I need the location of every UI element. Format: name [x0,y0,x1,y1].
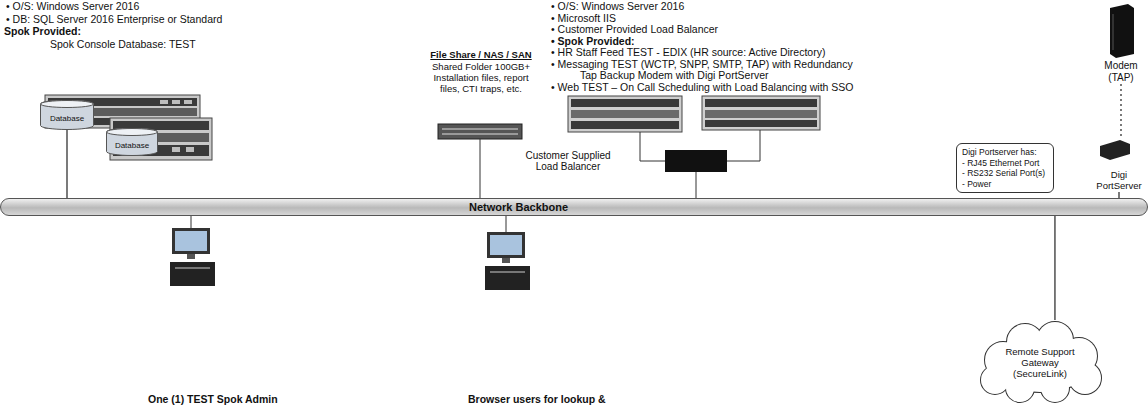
database-cylinder: Database [40,100,94,130]
monitor [172,228,210,254]
spec-line: Tap Backup Modem with Digi PortServer [580,70,769,82]
cloud-lobe [981,366,1009,394]
connector-line [1120,84,1121,138]
nas-device [438,124,522,139]
cloud-outline [981,322,1101,402]
server-chassis [568,96,682,132]
node-label: Database [50,114,84,124]
callout-box: Digi Portserver has:- RJ45 Ethernet Port… [956,143,1054,193]
cloud-lobe [1069,362,1101,394]
node-label: Network Backbone [469,199,568,215]
monitor [487,232,525,258]
wire [506,216,507,232]
load-balancer [665,150,727,172]
drive-slot [490,271,525,273]
wire [480,139,481,198]
section-heading: • Spok Provided: [551,36,635,48]
drive-slot [175,267,210,269]
spec-line: • Microsoft IIS [551,13,616,25]
modem-icon [1110,4,1134,58]
wire [640,132,665,161]
drive-light [172,100,180,104]
screen [490,235,522,255]
cloud-fill [981,322,1101,402]
nas-slot [442,128,518,130]
node-label: Remote Support Gateway (SecureLink) [1000,346,1080,379]
drive-light [160,100,168,104]
spec-line: Spok Console Database: TEST [50,39,196,51]
monitor-stand [187,254,195,259]
wire [727,130,760,161]
drive-light [184,100,192,104]
server-bay [705,120,817,127]
cloud-lobe [1069,362,1101,394]
storage-note: Installation files, report [416,73,546,84]
device-label: Customer Supplied Load Balancer [520,150,616,172]
portserver-icon [1100,140,1130,160]
workstation-label: One (1) TEST Spok Admin [148,394,278,406]
storage-note: Shared Folder 100GB+ [416,62,546,73]
storage-note: files, CTI traps, etc. [416,84,546,95]
cylinder-body [41,100,94,130]
computer-case [485,266,530,290]
server-bay [571,99,679,107]
spec-line: • Web TEST – On Call Scheduling with Loa… [551,82,854,94]
spec-line: • Customer Provided Load Balancer [551,24,718,36]
spec-line: • Messaging TEST (WCTP, SNPP, SMTP, TAP)… [551,59,853,71]
network-wires [191,130,760,232]
spec-line: • O/S: Windows Server 2016 [551,1,684,13]
cloud-gateway: Remote Support Gateway (SecureLink) [975,320,1105,404]
wire [191,216,192,228]
cylinder-top [41,101,94,108]
wire [696,172,697,198]
node-label: Modem (TAP) [1099,60,1143,83]
spec-line: • HR Staff Feed TEST - EDIX (HR source: … [551,47,825,59]
workstation [485,232,530,290]
web-server [702,96,820,130]
modem-icon [1113,14,1114,50]
cloud-lobe [981,366,1009,394]
storage-heading: File Share / NAS / SAN [416,50,546,61]
portserver-device: Digi PortServer [1090,138,1148,192]
section-heading: Spok Provided: [4,26,81,38]
cylinder-top [107,129,158,136]
network-backbone: Network Backbone [0,198,1148,216]
connector-line [1054,216,1055,320]
screen [175,231,207,251]
node-label: Digi PortServer [1092,169,1146,191]
nas-slot [442,133,518,135]
spec-line: • DB: SQL Server 2016 Enterprise or Stan… [6,14,222,26]
database-cylinder: Database [106,128,158,156]
callout-item: - RJ45 Ethernet Port [962,158,1039,169]
nas-chassis [438,124,522,139]
workstation-label: Browser users for lookup & [468,394,606,406]
workstation [170,228,215,286]
computer-case [170,262,215,286]
modem-device: Modem (TAP) [1096,4,1146,84]
spec-line: • O/S: Windows Server 2016 [6,1,139,13]
callout-item: - RS232 Serial Port(s) [962,168,1045,179]
connector-line [66,130,67,198]
server-chassis [702,96,820,130]
server-bay [571,121,679,129]
callout-heading: Digi Portserver has: [962,147,1037,158]
node-label: Database [115,141,149,151]
server-bay [571,110,679,118]
monitor-stand [502,258,510,263]
drive-light [172,147,180,152]
web-server [568,96,682,132]
drive-light [186,147,194,152]
cylinder-body [107,128,158,156]
server-bay [705,99,817,107]
callout-item: - Power [962,179,991,190]
server-bay [705,110,817,118]
